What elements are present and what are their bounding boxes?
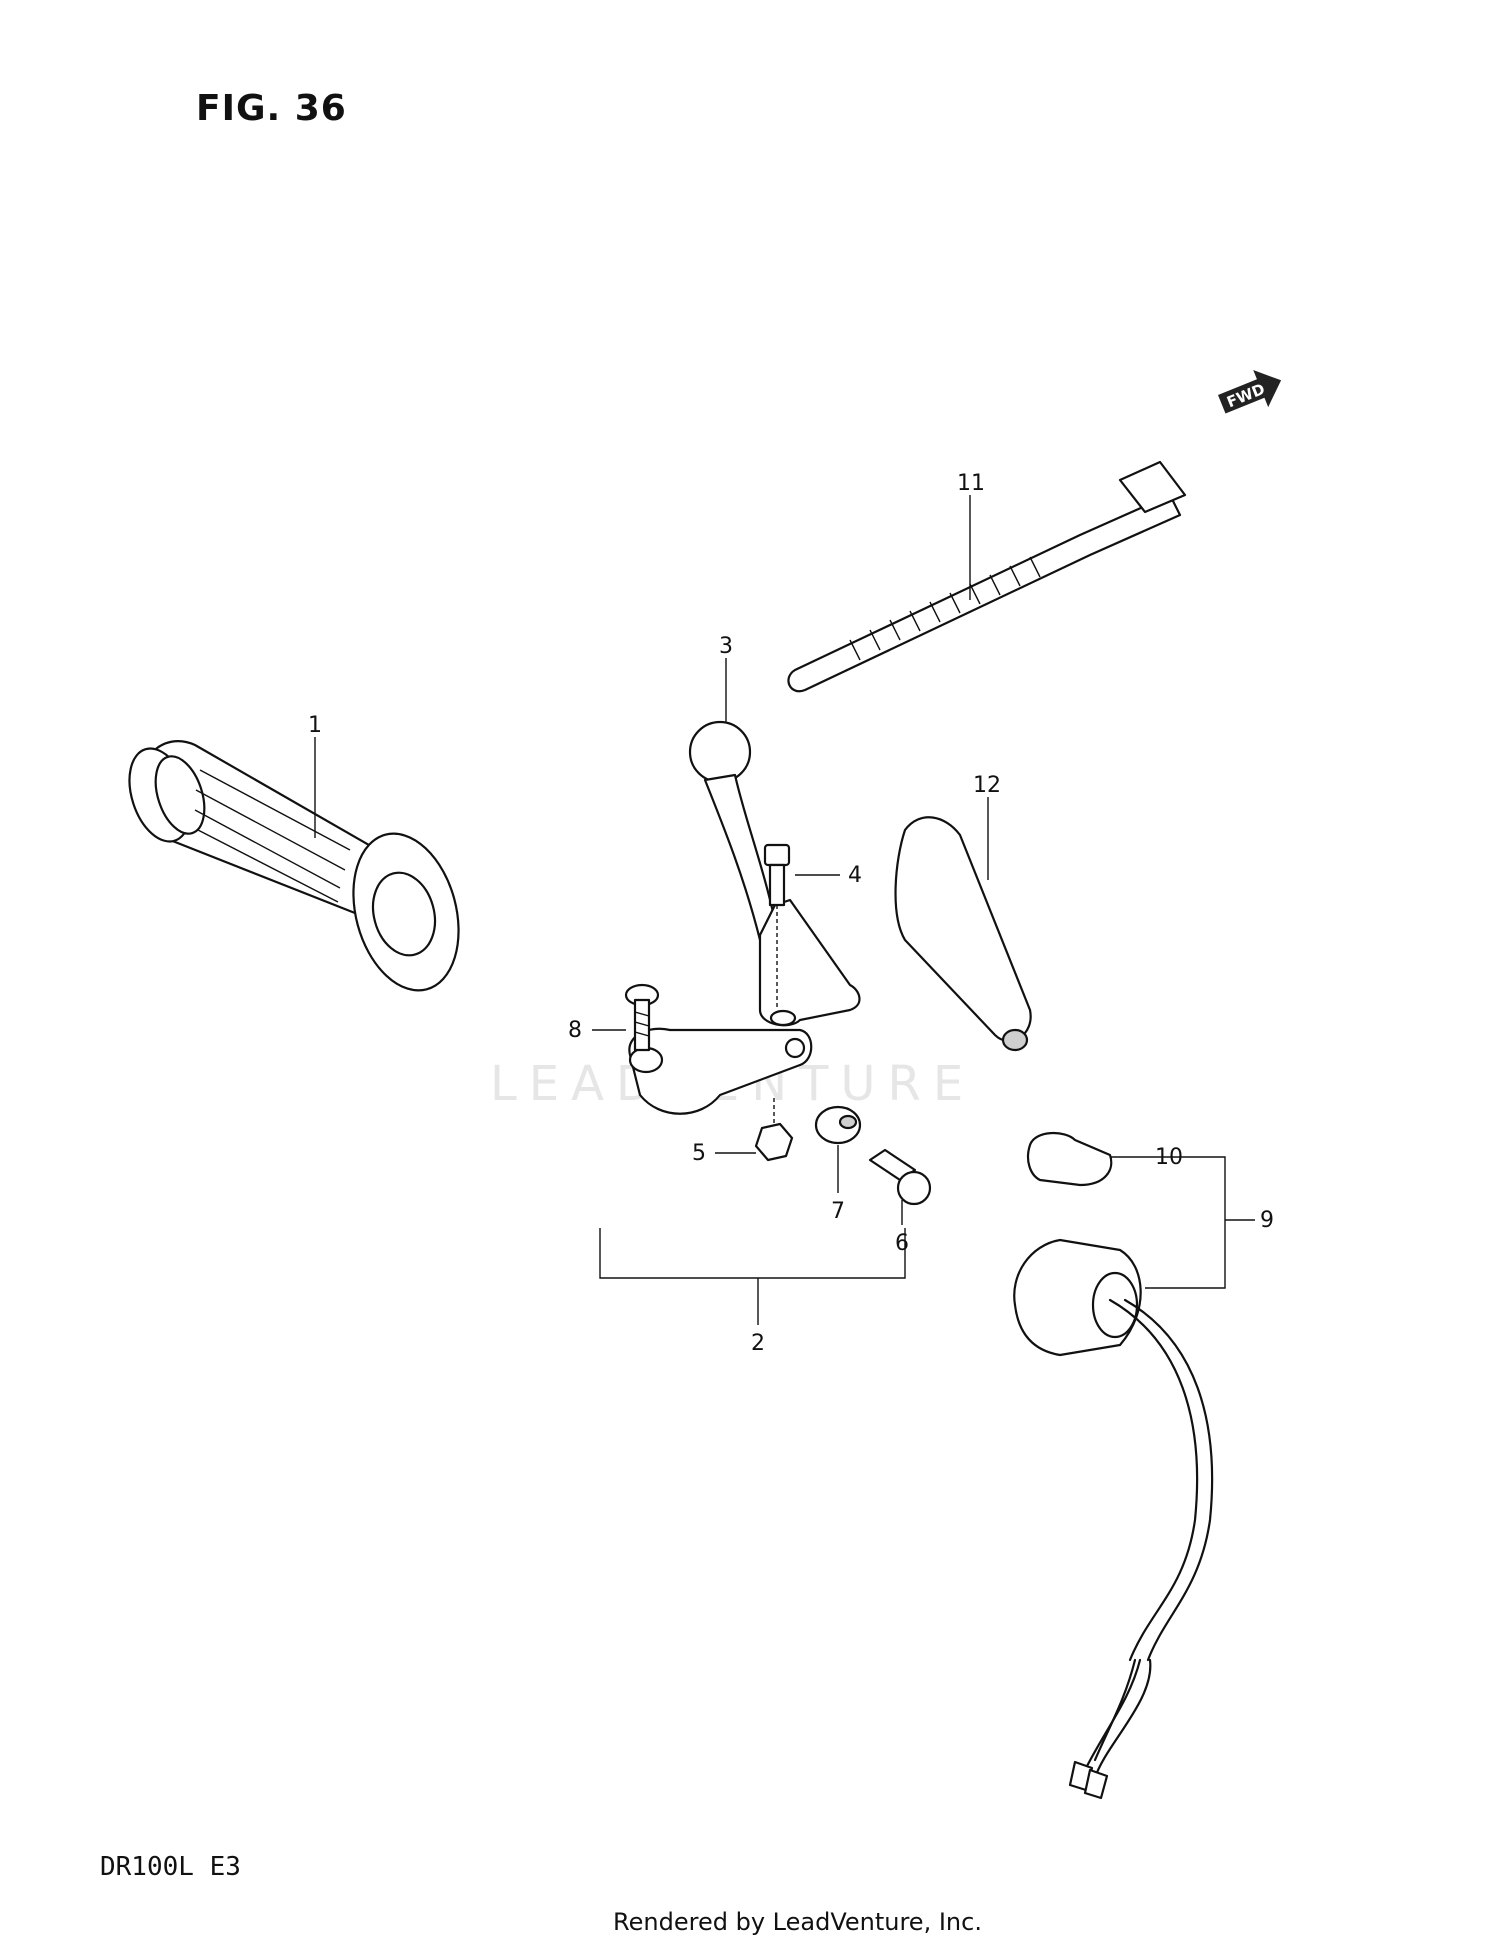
callout-7: 7 xyxy=(831,1199,845,1224)
callout-2: 2 xyxy=(751,1331,765,1356)
callout-5: 5 xyxy=(692,1141,706,1166)
rendered-by-text: Rendered by LeadVenture, Inc. xyxy=(613,1908,982,1936)
part-strap xyxy=(787,460,1187,693)
callout-10: 10 xyxy=(1155,1145,1183,1170)
part-handlebar-switch xyxy=(1013,1238,1214,1800)
model-label: DR100L E3 xyxy=(100,1852,241,1882)
part-lever-bolt xyxy=(763,843,791,1010)
callout-1: 1 xyxy=(308,713,322,738)
callout-11: 11 xyxy=(957,471,985,496)
part-lever-cover xyxy=(894,816,1032,1052)
part-adjuster-washer xyxy=(814,1105,862,1145)
callout-8: 8 xyxy=(568,1018,582,1043)
fwd-arrow-icon: FWD xyxy=(1218,369,1282,414)
callout-6: 6 xyxy=(895,1231,909,1256)
callout-9: 9 xyxy=(1260,1208,1274,1233)
part-lever xyxy=(688,720,861,1027)
part-switch-button xyxy=(1026,1132,1113,1187)
part-nut xyxy=(754,1098,794,1162)
footer: Rendered by LeadVenture, Inc. xyxy=(0,1908,1500,1936)
callout-labels: 1 2 3 4 5 6 7 8 9 10 11 12 xyxy=(308,471,1274,1356)
callout-12: 12 xyxy=(973,773,1001,798)
part-screw xyxy=(624,983,660,1052)
callout-4: 4 xyxy=(848,863,862,888)
part-grip xyxy=(128,740,460,992)
callout-3: 3 xyxy=(719,634,733,659)
figure-title: FIG. 36 xyxy=(196,88,347,129)
part-adjuster-bolt xyxy=(868,1148,932,1206)
